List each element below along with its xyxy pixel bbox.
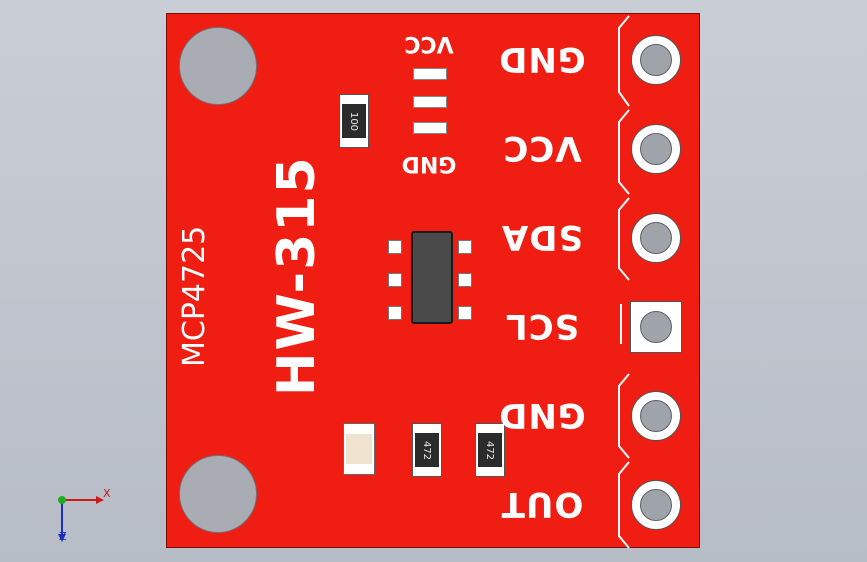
pin-label-gnd: GND <box>498 39 586 79</box>
pin-pad-out[interactable] <box>631 480 681 530</box>
board-title: HW-315 <box>267 155 327 396</box>
ic-pin <box>458 240 472 254</box>
pin-pad-sda[interactable] <box>631 213 681 263</box>
capacitor <box>343 423 375 475</box>
ic-pin <box>388 306 402 320</box>
pin-pad-scl[interactable] <box>630 301 682 353</box>
mcp4725-chip <box>411 231 453 324</box>
pin-label-out: OUT <box>500 484 584 524</box>
axis-x-label: X <box>103 487 111 500</box>
jumper-pad <box>413 68 447 80</box>
pin-pad-gnd-2[interactable] <box>631 391 681 441</box>
ic-pin <box>458 306 472 320</box>
resistor-r1: 100 <box>339 94 369 148</box>
mounting-hole-bottom <box>179 455 257 533</box>
jumper-pad <box>413 96 447 108</box>
resistor-code: 100 <box>348 111 360 131</box>
pin-pad-vcc[interactable] <box>631 124 681 174</box>
chip-label: MCP4725 <box>177 225 212 367</box>
pcb-board: MCP4725 HW-315 VCC GND 100 472 472 <box>166 13 700 549</box>
top-vcc-label: VCC <box>404 31 454 56</box>
pin-label-sda: SDA <box>500 217 584 257</box>
ic-pin <box>458 273 472 287</box>
pin-label-scl: SCL <box>504 306 580 346</box>
resistor-code: 472 <box>484 440 496 460</box>
pin-label-vcc: VCC <box>502 128 582 168</box>
axis-triad <box>58 496 104 542</box>
axis-z-label: Z <box>59 530 67 543</box>
ic-pin <box>388 240 402 254</box>
pin-label-gnd-2: GND <box>498 395 586 435</box>
ic-pin <box>388 273 402 287</box>
top-gnd-label: GND <box>401 151 457 176</box>
resistor-r2: 472 <box>412 423 442 477</box>
pin-silk-outline <box>618 15 630 549</box>
pin-pad-gnd[interactable] <box>631 35 681 85</box>
jumper-pad <box>413 122 447 134</box>
resistor-r3: 472 <box>475 423 505 477</box>
mounting-hole-top <box>179 27 257 105</box>
resistor-code: 472 <box>421 440 433 460</box>
